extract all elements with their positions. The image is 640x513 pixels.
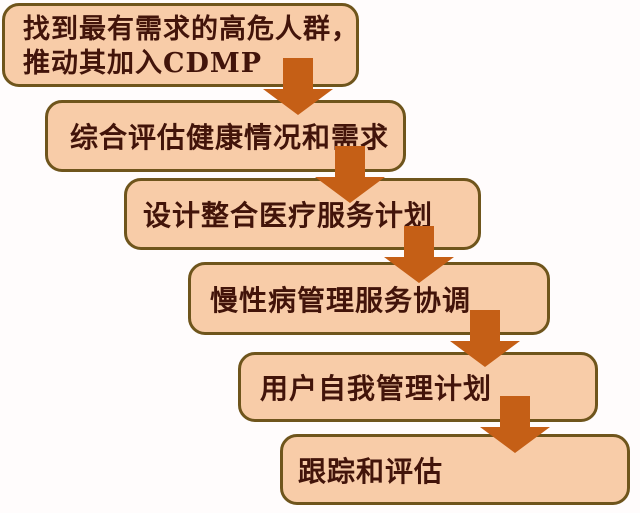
down-arrow-icon-4	[450, 310, 520, 367]
down-arrow-icon-5	[480, 396, 550, 453]
flow-step-4-text: 慢性病管理服务协调	[210, 283, 472, 317]
down-arrow-icon-2	[315, 146, 385, 203]
flow-step-6-text: 跟踪和评估	[298, 454, 444, 488]
flow-step-5-text: 用户自我管理计划	[260, 372, 493, 405]
flow-step-1-text-line-1: 找到最有需求的高危人群，	[23, 14, 359, 45]
down-arrow-icon-1	[263, 58, 333, 115]
down-arrow-icon-3	[384, 226, 454, 283]
flow-step-6-box: 跟踪和评估	[280, 434, 630, 505]
